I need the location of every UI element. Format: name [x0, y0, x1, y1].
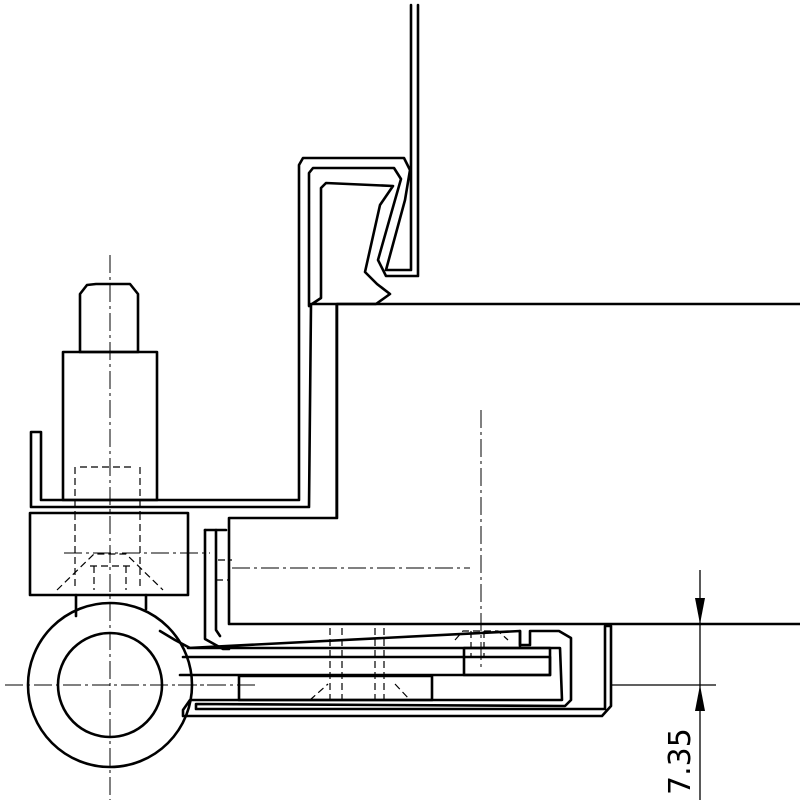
center-lines — [5, 255, 482, 800]
hinge-arm — [158, 528, 613, 718]
frame-profile — [29, 3, 420, 509]
arm-screws — [216, 559, 509, 701]
hinge-block — [28, 511, 190, 618]
dimension-arrow-bottom — [695, 685, 705, 711]
dimension-7-35: 7.35 — [612, 570, 716, 800]
door-leaf — [227, 302, 800, 626]
dimension-label: 7.35 — [663, 728, 698, 795]
dimension-arrow-top — [695, 598, 705, 624]
